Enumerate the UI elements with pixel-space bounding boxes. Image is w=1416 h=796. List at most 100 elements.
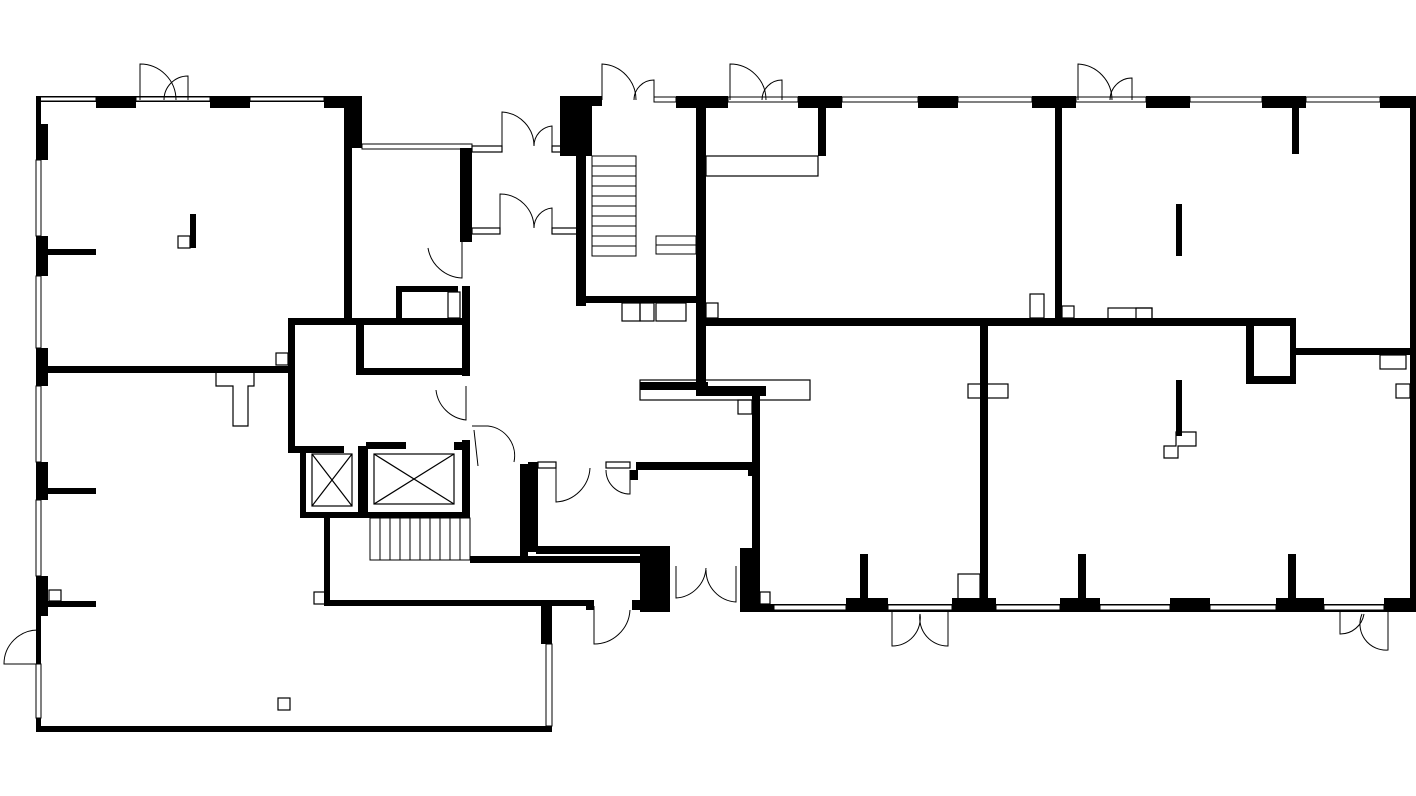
- wall: [300, 446, 306, 516]
- window: [1099, 604, 1171, 611]
- column: [1163, 431, 1197, 459]
- wall: [528, 462, 538, 552]
- wall: [344, 96, 362, 148]
- window: [35, 499, 42, 577]
- wall: [48, 601, 96, 607]
- wall: [288, 318, 470, 325]
- wall: [288, 318, 295, 452]
- window: [957, 96, 1033, 103]
- wall: [592, 96, 602, 106]
- wall: [356, 325, 364, 375]
- column: [1379, 354, 1407, 370]
- wall: [300, 512, 470, 518]
- stairs: [591, 155, 697, 257]
- pillar: [952, 598, 996, 612]
- wall: [520, 464, 528, 560]
- wall: [980, 326, 988, 610]
- pillar: [846, 598, 888, 612]
- shaft: [1254, 326, 1290, 376]
- door: [675, 566, 707, 599]
- door: [472, 425, 516, 463]
- wall: [1288, 554, 1296, 604]
- window: [653, 96, 677, 103]
- window: [249, 96, 325, 102]
- wall: [640, 382, 708, 390]
- central-core: [288, 111, 756, 645]
- wall: [324, 516, 330, 606]
- pillar: [38, 124, 48, 160]
- wall: [1032, 96, 1076, 108]
- window: [37, 96, 97, 102]
- wall: [41, 366, 293, 373]
- wall-stub: [471, 227, 501, 235]
- wall-stub: [537, 461, 557, 469]
- window: [1075, 96, 1147, 103]
- door: [1077, 63, 1113, 101]
- wall: [798, 96, 842, 108]
- wall: [580, 296, 706, 303]
- wall: [470, 556, 670, 563]
- column: [1395, 383, 1411, 399]
- wall: [586, 600, 594, 610]
- column: [1135, 307, 1153, 321]
- wall: [748, 462, 756, 476]
- column: [277, 697, 291, 711]
- wall: [1078, 554, 1086, 604]
- door: [555, 466, 591, 503]
- wall: [36, 726, 552, 732]
- window: [35, 159, 42, 237]
- door: [705, 566, 737, 603]
- wall: [358, 446, 368, 518]
- pillar: [1276, 598, 1324, 612]
- window: [35, 385, 42, 463]
- elevator-cross: [311, 453, 353, 507]
- wall: [676, 96, 728, 108]
- right-lower-block: [639, 326, 1416, 651]
- pillar: [38, 462, 48, 500]
- column: [957, 573, 981, 605]
- window: [135, 96, 211, 102]
- wall: [462, 440, 470, 518]
- column: [215, 373, 255, 427]
- window: [727, 96, 799, 103]
- wall-stub: [605, 461, 631, 469]
- door: [533, 125, 553, 147]
- elevator-shaft: [373, 453, 455, 505]
- wall: [818, 108, 826, 156]
- wall: [1055, 108, 1062, 322]
- door: [435, 386, 467, 421]
- door: [891, 610, 921, 647]
- wall: [324, 600, 590, 606]
- stairs: [369, 517, 471, 561]
- door: [605, 469, 631, 495]
- wall: [1146, 96, 1190, 108]
- wall: [396, 286, 458, 292]
- door: [919, 610, 949, 647]
- pillar: [38, 236, 48, 276]
- window: [1323, 604, 1385, 611]
- wall: [536, 546, 670, 554]
- pillar: [96, 96, 136, 108]
- column: [1061, 305, 1075, 319]
- column: [705, 302, 719, 319]
- right-upper-block: [560, 63, 1416, 612]
- pillar: [38, 576, 48, 616]
- window: [995, 604, 1061, 611]
- wall: [48, 488, 96, 494]
- window: [773, 604, 847, 611]
- column: [655, 302, 687, 322]
- column: [621, 302, 641, 322]
- wall: [462, 286, 470, 376]
- column: [48, 589, 62, 602]
- door: [1339, 610, 1365, 635]
- wall: [860, 554, 868, 604]
- counter: [705, 155, 819, 177]
- wall: [576, 96, 586, 306]
- elevator-cross: [373, 453, 455, 505]
- wall: [696, 96, 706, 396]
- left-wing: [3, 63, 590, 732]
- window: [887, 604, 953, 611]
- elevator-shaft: [311, 453, 353, 507]
- door: [427, 242, 463, 279]
